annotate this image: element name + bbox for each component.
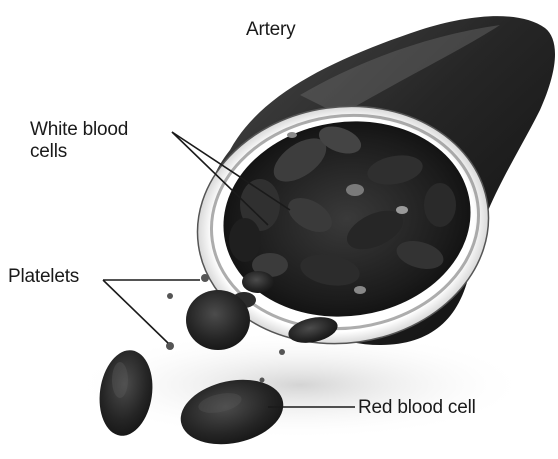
artery-label: Artery [246,19,295,41]
platelet [201,274,209,282]
leader-line-platelets-2 [103,280,168,343]
platelet [260,378,265,383]
platelets-label: Platelets [8,266,79,288]
red-blood-cell [186,290,250,350]
red-blood-cell-label: Red blood cell [358,397,476,419]
white-blood-cells-label-line1: White blood [30,119,128,141]
platelet [167,293,173,299]
red-blood-cell-highlight [112,362,128,398]
white-blood-cells-label: White blood cells [30,119,128,163]
platelet [279,349,285,355]
white-blood-cells-label-line2: cells [30,141,128,163]
